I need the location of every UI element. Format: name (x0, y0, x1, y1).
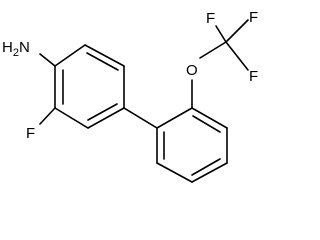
ether-oxygen-label: O (186, 62, 198, 79)
bond (191, 107, 228, 129)
bond (87, 107, 125, 129)
bond (54, 44, 86, 67)
trifluoro-f2-label: F (249, 9, 258, 26)
chemical-structure: H2N F O F F F (2, 9, 258, 183)
bond (191, 162, 228, 183)
amine-bond (39, 53, 56, 67)
bond (54, 107, 89, 129)
ether-bond-carbon (199, 41, 227, 59)
fluoro-bond (39, 107, 56, 125)
double-bond-inner (86, 52, 119, 71)
double-bond-inner (191, 158, 221, 176)
bond (156, 107, 193, 129)
cf-bond-1 (215, 25, 227, 43)
amine-label: H2N (2, 39, 30, 59)
double-bond-inner (87, 103, 118, 121)
cf-bond-3 (225, 41, 249, 71)
aryl-ether-ring (156, 107, 228, 183)
aniline-ring (54, 44, 125, 129)
cf-bond-2 (225, 19, 249, 43)
double-bond-inner (192, 115, 221, 133)
trifluoro-f1-label: F (206, 10, 215, 27)
fluoro-label: F (26, 125, 35, 142)
biaryl-bond (123, 107, 158, 129)
trifluoro-f3-label: F (249, 68, 258, 85)
bond (156, 162, 193, 183)
bond (84, 44, 125, 67)
